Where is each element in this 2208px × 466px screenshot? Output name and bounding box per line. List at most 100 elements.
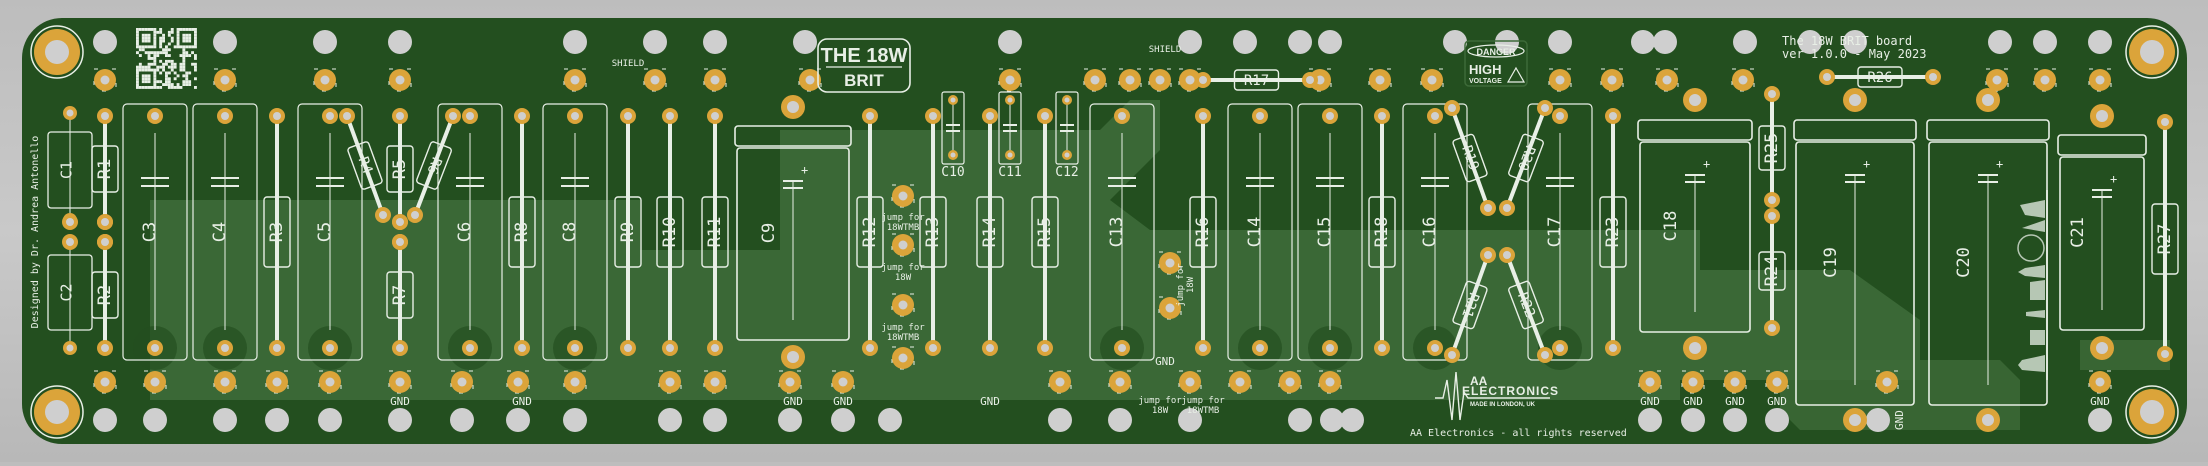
terminal-hole xyxy=(1318,30,1342,54)
resistor-body xyxy=(347,141,383,190)
qr-module xyxy=(150,45,154,49)
component-label: C13 xyxy=(1107,217,1127,248)
qr-module xyxy=(188,71,192,75)
terminal-hole xyxy=(1178,408,1202,432)
qr-module xyxy=(147,45,151,49)
capacitor-outline xyxy=(192,103,258,361)
pad-drill xyxy=(1155,75,1165,85)
qr-module xyxy=(165,77,168,81)
pad-drill xyxy=(1556,344,1564,352)
terminal-hole xyxy=(2088,30,2112,54)
qr-module xyxy=(162,62,165,66)
qr-module xyxy=(141,45,145,49)
pad-drill xyxy=(624,112,632,120)
resistor-r26: R26 xyxy=(1857,66,1903,88)
qr-module xyxy=(141,80,145,84)
resistor-r4: R4 xyxy=(347,141,383,190)
mounting-ring xyxy=(2125,385,2179,439)
qr-module xyxy=(165,71,168,75)
pad-drill xyxy=(1730,377,1740,387)
pads xyxy=(30,25,2179,439)
terminal-hole xyxy=(998,30,1022,54)
qr-module xyxy=(159,59,163,63)
capacitor-outline xyxy=(542,103,608,361)
pad-drill xyxy=(1882,377,1892,387)
qr-module xyxy=(147,74,151,78)
square-pad xyxy=(143,370,167,394)
pad-drill xyxy=(1823,73,1831,81)
film-capacitor-c13: C13 xyxy=(1089,103,1155,361)
pad-drill xyxy=(866,112,874,120)
gnd-label: GND xyxy=(1725,395,1745,408)
qr-module xyxy=(156,68,160,72)
capacitor-sleeve xyxy=(2057,134,2147,156)
pad-drill xyxy=(325,377,335,387)
pad-drill xyxy=(1199,76,1207,84)
qr-module xyxy=(182,65,186,69)
square-pad xyxy=(563,68,587,92)
qr-module xyxy=(167,30,171,34)
capacitor-outline xyxy=(1227,103,1293,361)
resistor-body xyxy=(1452,133,1488,183)
component-label: R1 xyxy=(95,159,115,179)
mounting-ring xyxy=(30,385,84,439)
pad-drill xyxy=(513,377,523,387)
terminal-hole xyxy=(388,30,412,54)
qr-module xyxy=(138,54,142,57)
pad-drill xyxy=(1768,196,1776,204)
qr-module xyxy=(136,33,139,37)
qr-module xyxy=(144,39,148,43)
square-pad xyxy=(1548,68,1572,92)
qr-module xyxy=(144,51,148,55)
qr-module xyxy=(185,45,189,49)
pad-drill xyxy=(2095,377,2105,387)
film-capacitor-c16: C16 xyxy=(1402,103,1468,361)
square-pad xyxy=(563,370,587,394)
qr-module xyxy=(167,65,171,69)
pad-drill xyxy=(1185,377,1195,387)
resistor-r8: R8 xyxy=(508,196,536,268)
pad-drill xyxy=(571,112,579,120)
qr-module xyxy=(167,80,171,84)
jump-label-line: jump for xyxy=(1176,263,1186,307)
terminal-hole xyxy=(793,30,817,54)
qr-module xyxy=(159,30,163,34)
square-pad xyxy=(1083,68,1107,92)
jump-label-line: 18WTMB xyxy=(1187,406,1220,416)
qr-module xyxy=(165,83,168,86)
qr-module xyxy=(188,83,192,86)
qr-module xyxy=(167,59,171,63)
qr-module xyxy=(167,42,171,46)
terminal-hole xyxy=(1495,30,1519,54)
ground-plane xyxy=(150,100,1920,400)
gnd-label: GND xyxy=(783,395,803,408)
square-pad xyxy=(1108,370,1132,394)
pad-drill xyxy=(838,377,848,387)
qr-module xyxy=(173,45,177,49)
square-pad xyxy=(1600,68,1624,92)
square-pad xyxy=(1368,68,1392,92)
mounting-ring xyxy=(30,25,84,79)
qr-module xyxy=(188,80,192,84)
pad-drill xyxy=(1326,344,1334,352)
terminal-hole xyxy=(563,408,587,432)
electrolytic-capacitor-c18: +C18 xyxy=(1637,119,1753,333)
terminal-hole xyxy=(2033,30,2057,54)
qr-module xyxy=(185,77,189,81)
resistor-r17: R17 xyxy=(1233,69,1280,91)
qr-module xyxy=(138,86,142,89)
terminal-hole xyxy=(506,408,530,432)
terminal-hole xyxy=(1988,30,2012,54)
square-pad xyxy=(93,68,117,92)
qr-module xyxy=(144,74,148,78)
qr-module xyxy=(188,54,192,57)
warning-triangle-icon xyxy=(1506,66,1526,83)
pad-drill xyxy=(100,377,110,387)
terminal-hole xyxy=(143,408,167,432)
terminal-hole xyxy=(213,30,237,54)
pad-drill xyxy=(1609,112,1617,120)
pad-drill xyxy=(898,300,908,310)
terminal-hole xyxy=(778,408,802,432)
pad-drill xyxy=(1541,351,1549,359)
